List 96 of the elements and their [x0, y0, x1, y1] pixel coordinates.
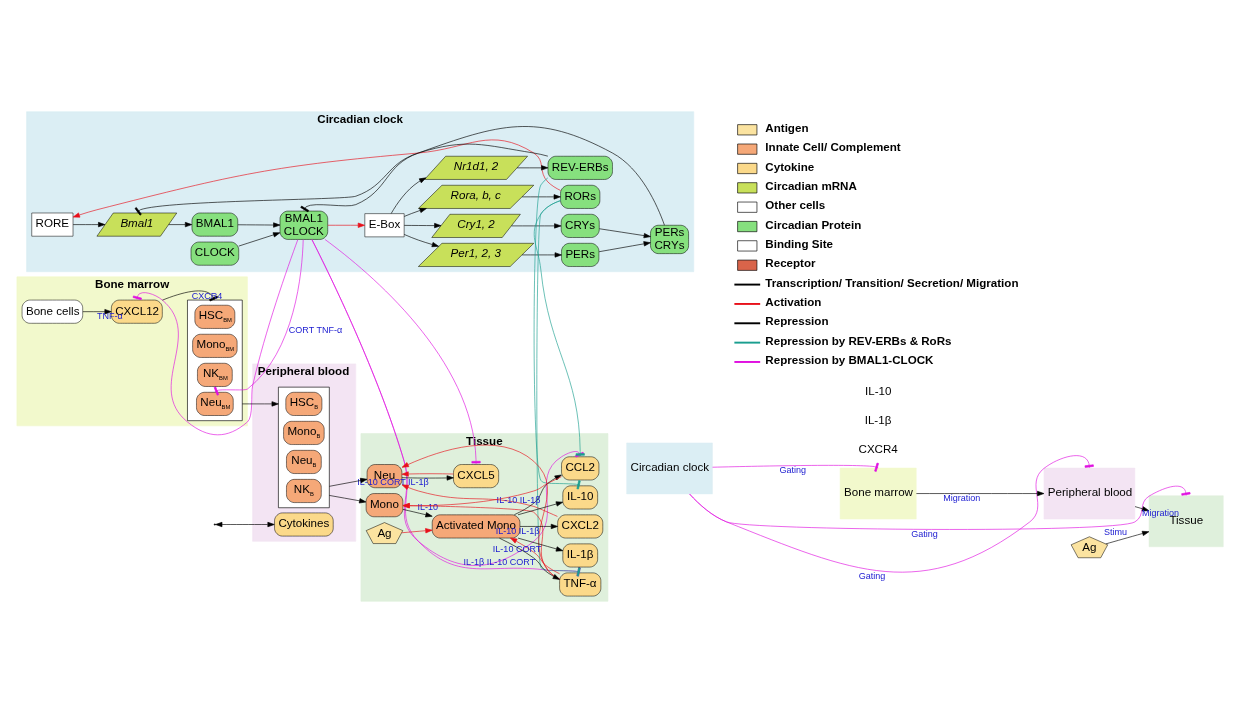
legend-label: Repression by BMAL1-CLOCK — [765, 353, 934, 367]
node-box: Neu$_{BM}$ — [196, 392, 234, 416]
arrow — [519, 523, 558, 530]
legend-label: Repression by REV-ERBs & RoRs — [765, 333, 952, 347]
node-box: REV-ERBs — [547, 156, 613, 180]
arrow — [390, 177, 427, 214]
node-box: Mono$_{B}$ — [283, 421, 325, 445]
legend-label: Binding Site — [765, 237, 833, 251]
arrow — [402, 503, 560, 580]
legend-label: Transcription/ Transition/ Secretion/ Migration — [765, 275, 1019, 289]
legend-label: Circadian Protein — [765, 217, 862, 231]
legend-label: Receptor — [765, 256, 816, 270]
arrow — [514, 474, 562, 516]
node-box: Bone cells — [21, 299, 83, 324]
arrow — [516, 165, 549, 171]
arrow — [1105, 530, 1150, 545]
arrow — [403, 223, 442, 229]
legend-label: Cytokine — [765, 159, 815, 173]
edge-label: Stimu — [1104, 527, 1128, 538]
node-box: Mono — [365, 493, 404, 518]
edge-label: Gating — [911, 528, 938, 539]
arrow — [510, 537, 560, 575]
node-box: E-Box — [364, 213, 405, 238]
node-box: PERs — [561, 243, 600, 267]
arrow — [511, 223, 562, 229]
node-box: Circadian clock — [626, 442, 713, 495]
legend-label: Circadian mRNA — [765, 179, 857, 193]
arrow — [401, 484, 558, 517]
arrow — [72, 139, 561, 218]
legend-label: Activation — [765, 295, 822, 309]
connector — [134, 143, 549, 216]
arrow — [517, 501, 564, 516]
edge-label: CXCR4 — [191, 290, 223, 301]
edge-label: Migration — [1141, 507, 1179, 518]
arrow — [401, 528, 433, 534]
arrow — [238, 232, 281, 247]
edge-label: Migration — [943, 492, 981, 503]
arrow — [401, 471, 454, 477]
arrow — [401, 475, 454, 481]
arrow — [916, 491, 1045, 497]
arrow — [403, 234, 439, 248]
arrow — [402, 476, 562, 509]
label: IL-1β — [864, 413, 892, 427]
node-box: CXCL2 — [557, 514, 604, 539]
node-box: CXCL5 — [453, 464, 499, 488]
arrow — [215, 521, 275, 528]
node-box: BMAL1 — [191, 212, 238, 237]
connector — [324, 239, 481, 465]
connector — [689, 455, 1094, 573]
node-box: HSC$_{B}$ — [285, 392, 323, 416]
cluster — [278, 386, 330, 509]
node-box: RORs — [560, 185, 601, 209]
legend-label: Innate Cell/ Complement — [765, 140, 901, 154]
label: IL-10 — [864, 384, 892, 398]
node-box: Neu$_{B}$ — [286, 450, 322, 474]
arrow — [521, 252, 562, 258]
edge-label: Gating — [858, 570, 886, 581]
arrow — [499, 537, 560, 580]
arrow — [599, 228, 651, 239]
node-box: Cytokines — [274, 512, 334, 537]
connector — [300, 126, 665, 226]
edge-label: Gating — [779, 464, 807, 475]
arrow — [327, 222, 365, 228]
cluster — [187, 299, 243, 421]
node-box: HSC$_{BM}$ — [194, 304, 236, 329]
node-box: RORE — [31, 212, 74, 237]
legend-label: Repression — [765, 314, 829, 328]
arrow — [402, 509, 433, 518]
node-box: CCL2 — [561, 456, 600, 481]
arrow — [401, 444, 560, 580]
arrow — [82, 309, 112, 315]
node-box: CLOCK — [190, 241, 239, 266]
connector — [213, 239, 304, 396]
arrow — [241, 401, 279, 407]
connector — [712, 462, 879, 472]
arrow — [72, 222, 106, 228]
arrow — [598, 241, 651, 253]
node-box: Peripheral blood — [1043, 467, 1136, 520]
node-box: Mono$_{BM}$ — [192, 334, 238, 358]
node-box: IL-1β — [562, 543, 598, 568]
arrow — [403, 207, 427, 217]
arrow — [168, 222, 193, 228]
label: CXCR4 — [858, 442, 898, 456]
node-box: NK$_{B}$ — [286, 479, 322, 503]
legend-label: Antigen — [765, 120, 809, 134]
edge-label: CORT TNF-α — [288, 324, 343, 335]
node-box: NK$_{BM}$ — [197, 363, 233, 387]
node-box: CRYs — [560, 214, 600, 238]
arrow — [1134, 506, 1150, 512]
node-box: PERs CRYs — [650, 225, 689, 254]
connector — [162, 290, 219, 302]
arrow — [329, 495, 367, 504]
legend-label: Other cells — [765, 198, 826, 212]
arrow — [237, 222, 281, 228]
node-box: BMAL1 CLOCK — [279, 210, 328, 240]
arrow — [521, 194, 561, 200]
